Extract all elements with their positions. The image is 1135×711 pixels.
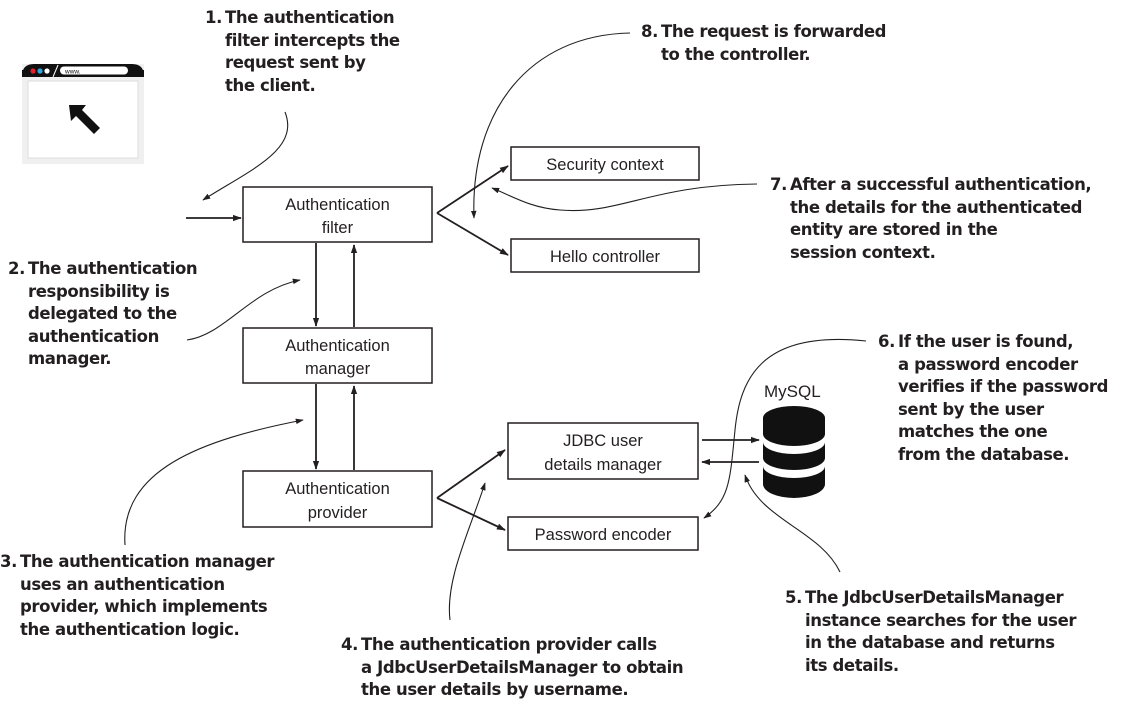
provider-to-encoder-arrow bbox=[436, 497, 506, 531]
authentication-manager-label-line1: Authentication bbox=[285, 337, 390, 355]
callout-4-pointer bbox=[448, 482, 486, 621]
cursor-arrow-icon bbox=[69, 105, 100, 134]
provider-to-jdbc-arrow bbox=[436, 449, 506, 499]
security-context-box: Security context bbox=[510, 146, 700, 181]
note-7: 7.After a successful authentication, the… bbox=[770, 175, 1092, 262]
note-1: 1.The authentication filter intercepts t… bbox=[205, 8, 400, 95]
authentication-filter-box: Authentication filter bbox=[242, 186, 433, 243]
browser-minimize-dot-icon bbox=[37, 68, 43, 74]
callout-5-pointer bbox=[744, 474, 841, 573]
authentication-manager-box: Authentication manager bbox=[242, 327, 433, 384]
note-5: 5.The JdbcUserDetailsManager instance se… bbox=[785, 588, 1077, 675]
browser-maximize-dot-icon bbox=[44, 68, 50, 74]
callout-1-pointer bbox=[202, 111, 289, 201]
callout-6-pointer bbox=[703, 339, 867, 519]
filter-to-controller-arrow bbox=[436, 212, 509, 256]
callout-7-pointer bbox=[491, 183, 758, 212]
callout-2-pointer bbox=[186, 278, 301, 341]
jdbc-user-details-manager-box: JDBC user details manager bbox=[507, 422, 699, 480]
note-4: 4.The authentication provider calls a Jd… bbox=[341, 635, 684, 699]
authentication-manager-label-line2: manager bbox=[305, 360, 371, 378]
browser-url-bar bbox=[60, 66, 128, 75]
security-context-label: Security context bbox=[546, 156, 664, 174]
jdbc-manager-label-line1: JDBC user bbox=[563, 432, 643, 450]
hello-controller-box: Hello controller bbox=[510, 238, 700, 273]
filter-to-security-context-arrow bbox=[436, 165, 509, 214]
authentication-filter-label-line2: filter bbox=[322, 219, 354, 237]
browser-url-text: www. bbox=[64, 69, 81, 76]
note-3: 3.The authentication manager uses an aut… bbox=[0, 552, 275, 639]
authentication-provider-box: Authentication provider bbox=[242, 470, 433, 528]
database-label: MySQL bbox=[764, 382, 821, 401]
authentication-provider-label-line1: Authentication bbox=[285, 480, 390, 498]
callout-8-pointer bbox=[470, 32, 631, 219]
password-encoder-label: Password encoder bbox=[535, 526, 672, 544]
callout-3-pointer bbox=[124, 418, 304, 546]
jdbc-manager-label-line2: details manager bbox=[544, 456, 662, 474]
mysql-database-icon: MySQL bbox=[763, 382, 825, 498]
authentication-provider-label-line2: provider bbox=[308, 504, 368, 522]
note-8: 8.The request is forwarded to the contro… bbox=[641, 22, 887, 64]
hello-controller-label: Hello controller bbox=[550, 248, 661, 266]
note-6: 6.If the user is found, a password encod… bbox=[878, 332, 1108, 464]
browser-client-icon: www. bbox=[22, 64, 144, 164]
authentication-filter-label-line1: Authentication bbox=[285, 196, 390, 214]
browser-close-dot-icon bbox=[30, 68, 36, 74]
note-2: 2.The authentication responsibility is d… bbox=[8, 259, 198, 368]
password-encoder-box: Password encoder bbox=[507, 516, 699, 551]
